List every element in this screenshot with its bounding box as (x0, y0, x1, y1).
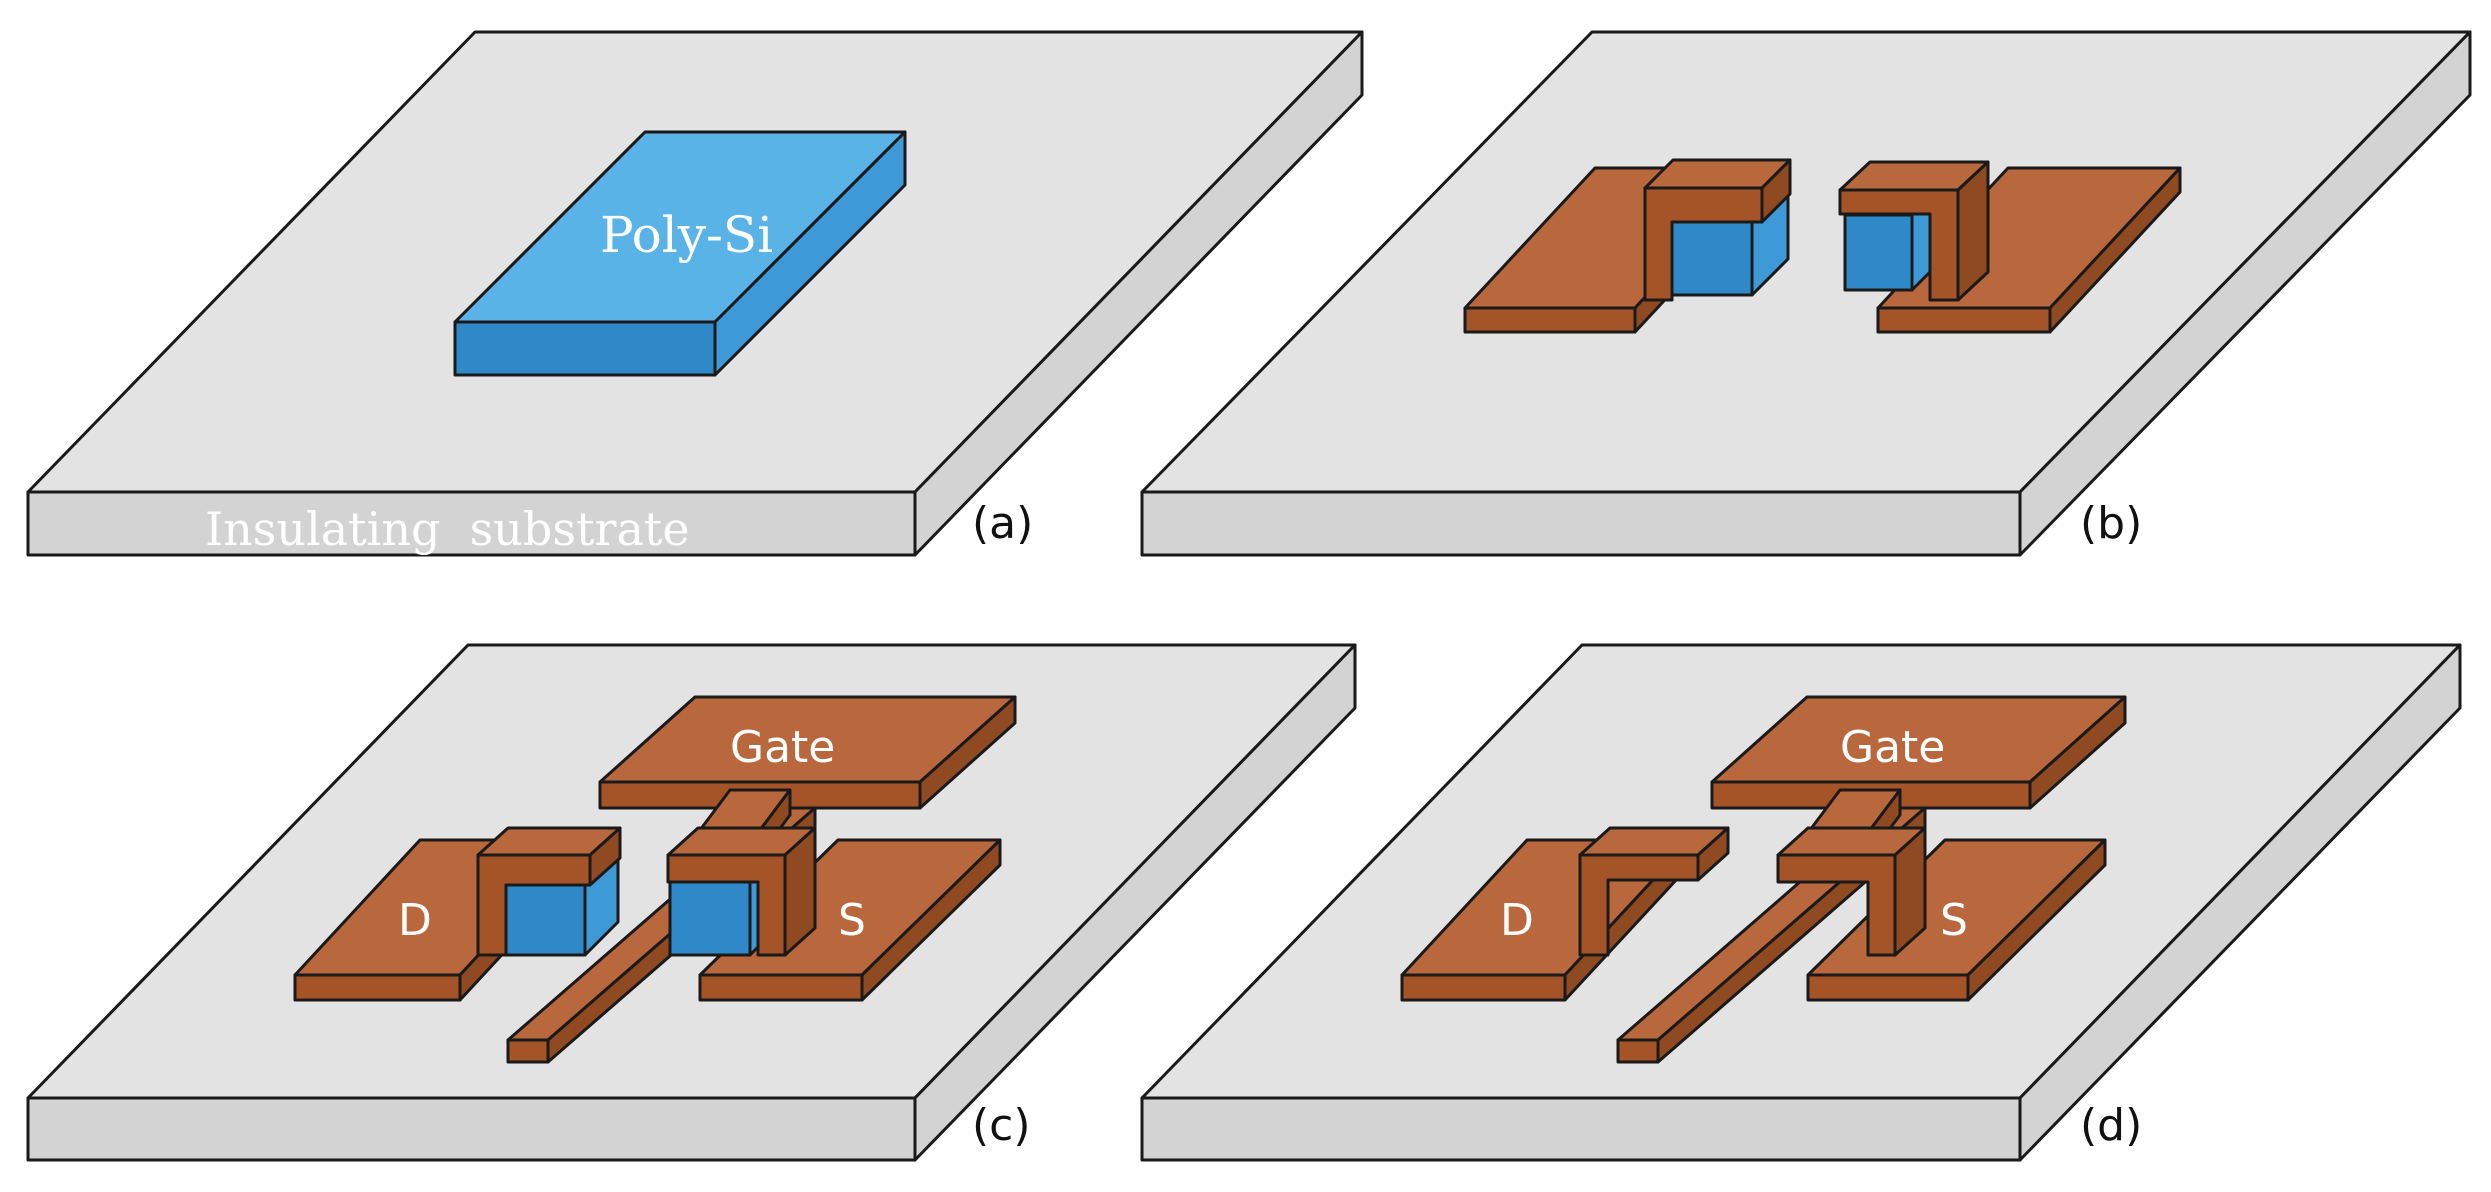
drain-contact-c (476, 826, 622, 957)
substrate-b (1140, 30, 2472, 557)
panel-a: Poly-Si Insulating substrate (a) (26, 30, 1364, 557)
drain-contact-b (1643, 158, 1792, 302)
poly-si-block-a (453, 130, 907, 377)
panel-tag-b: (b) (2080, 498, 2142, 549)
gate-pad-d (1710, 695, 2127, 810)
substrate-d-front (1140, 1096, 2022, 1162)
drain-label-d: D (1500, 895, 1534, 946)
panel-tag-c: (c) (972, 1100, 1031, 1151)
source-contact-c (666, 826, 817, 957)
source-contact-b (1838, 160, 1990, 302)
drain-label-c: D (398, 895, 432, 946)
poly-si-front (453, 320, 717, 377)
source-contact-d (1776, 826, 1927, 957)
substrate-b-front (1140, 490, 2022, 557)
substrate-c-front (26, 1096, 917, 1162)
panel-d: Gate D S (d) (1140, 643, 2462, 1162)
panel-c: Gate D S (c) (26, 643, 1357, 1162)
source-label-d: S (1940, 895, 1968, 946)
poly-si-label: Poly-Si (600, 206, 773, 264)
panel-tag-a: (a) (972, 498, 1033, 549)
gate-label-d: Gate (1840, 722, 1945, 773)
panel-tag-d: (d) (2080, 1100, 2142, 1151)
gate-label-c: Gate (730, 722, 835, 773)
substrate-a-side (913, 30, 1364, 557)
source-label-c: S (838, 895, 866, 946)
substrate-b-side (2018, 30, 2472, 557)
gate-pad-c (598, 695, 1017, 810)
poly-si-side (713, 130, 907, 377)
substrate-c-side (913, 643, 1357, 1162)
panel-b: (b) (1140, 30, 2472, 557)
drain-contact-d (1578, 826, 1730, 957)
substrate-label: Insulating substrate (205, 502, 690, 556)
substrate-d-side (2018, 643, 2462, 1162)
